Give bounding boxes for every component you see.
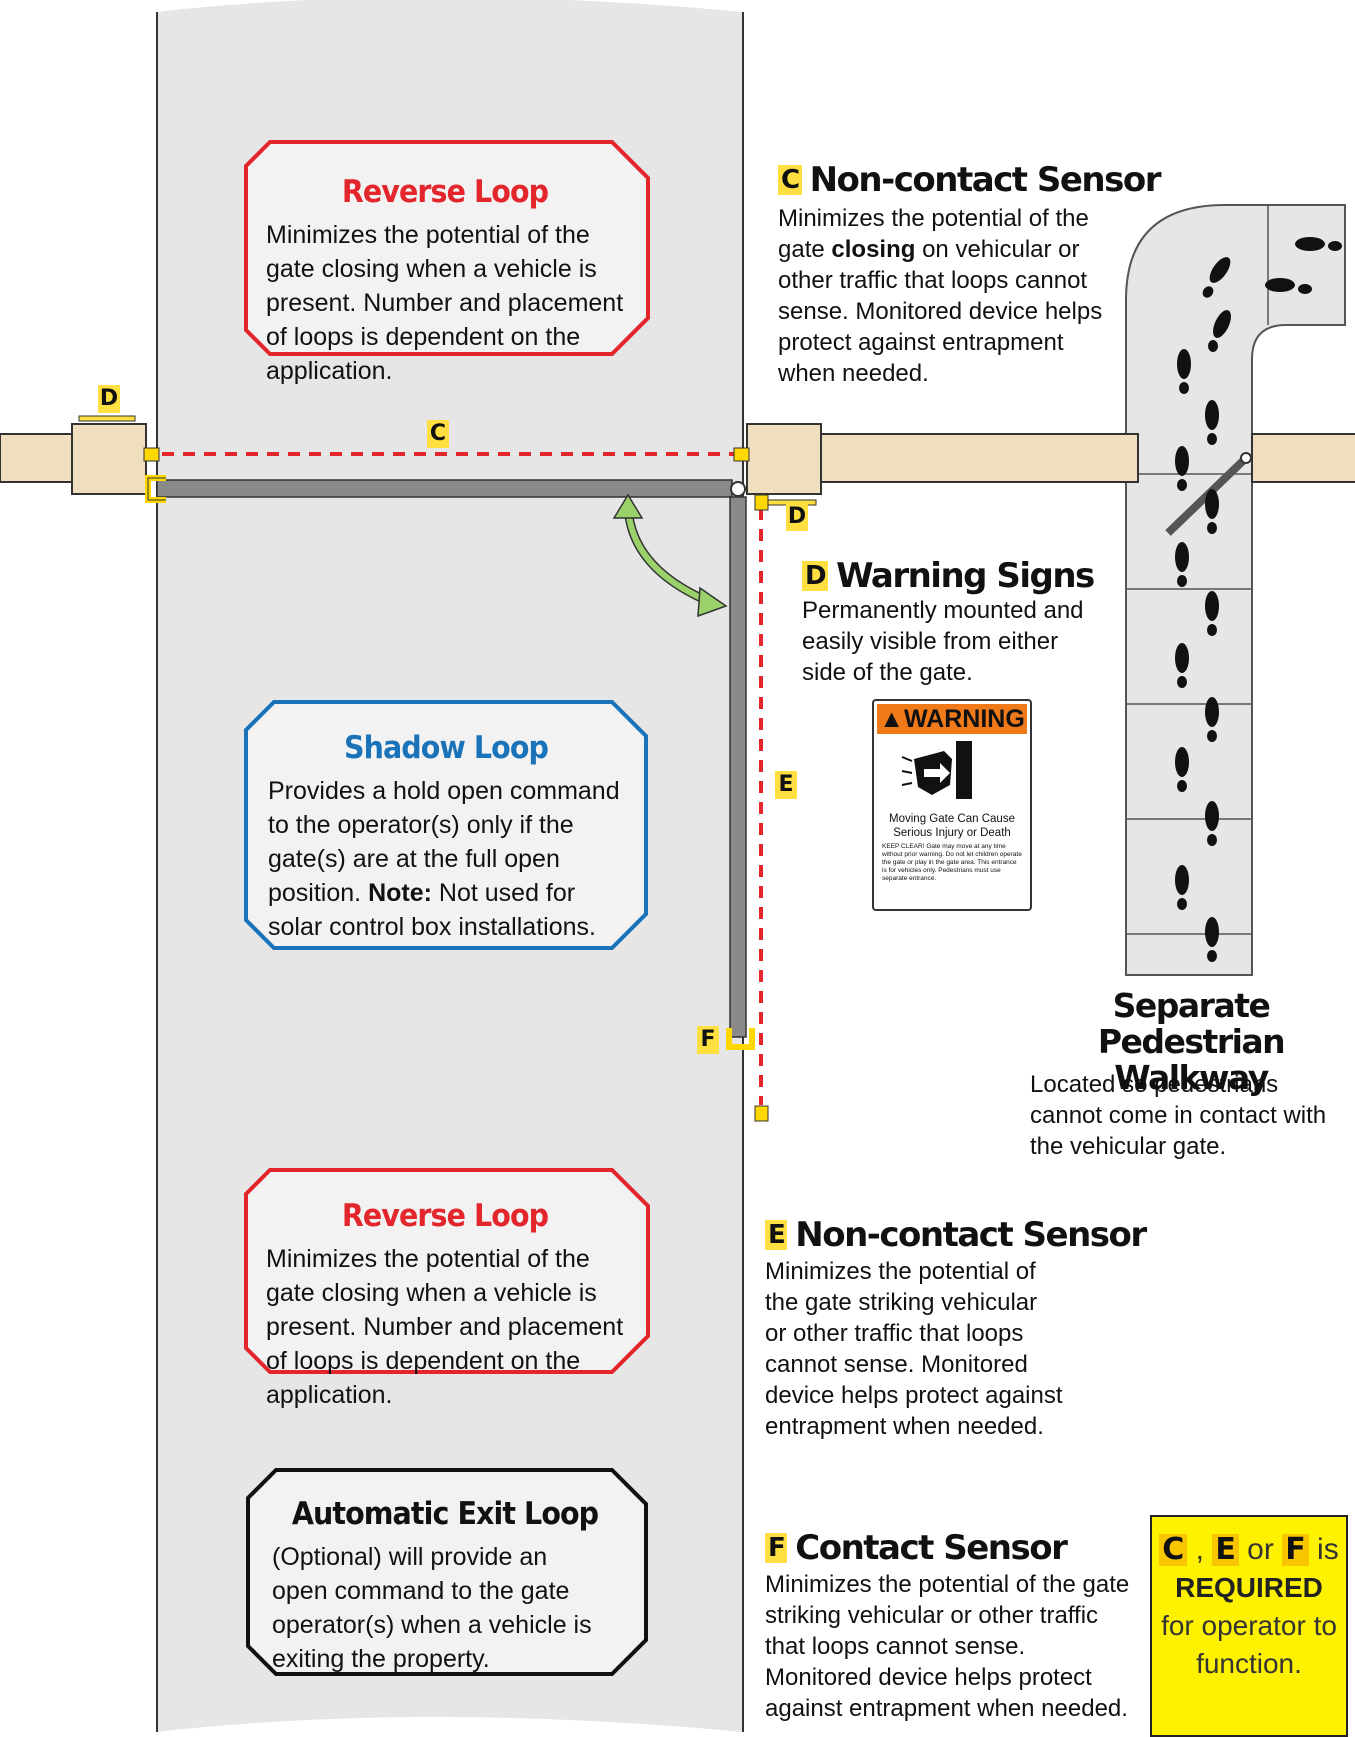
- required-tag-e: E: [1212, 1534, 1239, 1566]
- label-f-sensor: F: [697, 1026, 719, 1054]
- warning-sign-header: ▲WARNING: [877, 704, 1027, 734]
- walkway-title: Separate Pedestrian Walkway: [1097, 986, 1286, 1097]
- required-box: C , E or F is REQUIRED for operator to f…: [1150, 1515, 1348, 1737]
- reverse-loop-top-title: Reverse Loop: [341, 174, 549, 210]
- section-e-title-text: Non-contact Sensor: [795, 1215, 1147, 1255]
- required-tag-f: F: [1282, 1534, 1309, 1566]
- label-e-beam: E: [775, 771, 797, 799]
- fence-middle: [819, 433, 1139, 483]
- section-c-text-a: Minimizes the potential of the gate: [778, 205, 1089, 263]
- section-f-text: Minimizes the potential of the gate stri…: [765, 1571, 1130, 1722]
- reverse-loop-bottom: Reverse Loop Minimizes the potential of …: [246, 1180, 646, 1412]
- warning-sign-line1: Moving Gate Can Cause Serious Injury or …: [889, 813, 1015, 839]
- section-f-tag: F: [765, 1533, 788, 1563]
- pedestrian-walkway: [1125, 204, 1346, 976]
- reverse-loop-top: Reverse Loop Minimizes the potential of …: [246, 156, 646, 388]
- gate-closed: [156, 479, 733, 498]
- section-c-tag: C: [778, 165, 802, 195]
- section-d-text: Permanently mounted and easily visible f…: [802, 597, 1084, 686]
- sign-plate-left: [78, 415, 136, 422]
- section-c-title-text: Non-contact Sensor: [809, 160, 1162, 200]
- label-d-right: D: [786, 503, 808, 531]
- exit-loop-text: (Optional) will provide an open command …: [272, 1543, 592, 1673]
- required-label: REQUIRED: [1175, 1572, 1323, 1603]
- warning-triangle-icon: ▲: [879, 705, 904, 733]
- section-f-title-text: Contact Sensor: [795, 1528, 1068, 1568]
- section-c-text: Minimizes the potential of the gate clos…: [778, 203, 1108, 389]
- label-c-beam: C: [427, 420, 449, 448]
- gate-open: [729, 496, 747, 1038]
- shadow-loop-box: [244, 700, 648, 950]
- section-c-text-bold: closing: [831, 236, 916, 263]
- pinch-hazard-icon: [901, 741, 972, 799]
- shadow-loop-text: Provides a hold open command to the oper…: [268, 777, 620, 907]
- section-e-tag: E: [765, 1220, 788, 1250]
- reverse-loop-bottom-text: Minimizes the potential of the gate clos…: [266, 1245, 624, 1409]
- gate-post-right: [746, 423, 822, 495]
- gate-post-left: [71, 423, 147, 495]
- reverse-loop-bottom-box: [244, 1168, 650, 1374]
- shadow-loop-note-label: Note:: [368, 879, 432, 907]
- exit-loop-box: [246, 1468, 648, 1676]
- label-d-left: D: [98, 385, 120, 413]
- reverse-loop-top-box: [244, 140, 650, 356]
- required-tag-c: C: [1159, 1534, 1188, 1566]
- footprints-icon: [1175, 237, 1342, 962]
- warning-sign-line2: KEEP CLEAR! Gate may move at any time wi…: [882, 843, 1022, 882]
- section-d-title-text: Warning Signs: [836, 556, 1095, 596]
- warning-sign: ▲WARNING Moving Gate Can Cause Serious I…: [872, 699, 1032, 911]
- section-d-tag: D: [802, 561, 829, 591]
- shadow-loop-note-text: Not used for solar control box installat…: [268, 879, 596, 941]
- required-rest: for operator to function.: [1161, 1610, 1337, 1679]
- walkway-text: Located so pedestrians cannot come in co…: [1030, 1071, 1327, 1160]
- reverse-loop-top-text: Minimizes the potential of the gate clos…: [266, 221, 624, 385]
- shadow-loop: Shadow Loop Provides a hold open command…: [248, 712, 646, 944]
- section-c-text-b: on vehicular or other traffic that loops…: [778, 236, 1103, 387]
- shadow-loop-title: Shadow Loop: [343, 730, 549, 766]
- hinge: [730, 481, 746, 497]
- reverse-loop-bottom-title: Reverse Loop: [341, 1198, 549, 1234]
- section-e-text: Minimizes the potential of the gate stri…: [765, 1258, 1063, 1440]
- fence-left: [0, 433, 73, 483]
- exit-loop: Automatic Exit Loop (Optional) will prov…: [250, 1478, 640, 1676]
- fence-right: [1251, 433, 1355, 483]
- exit-loop-title: Automatic Exit Loop: [291, 1496, 599, 1532]
